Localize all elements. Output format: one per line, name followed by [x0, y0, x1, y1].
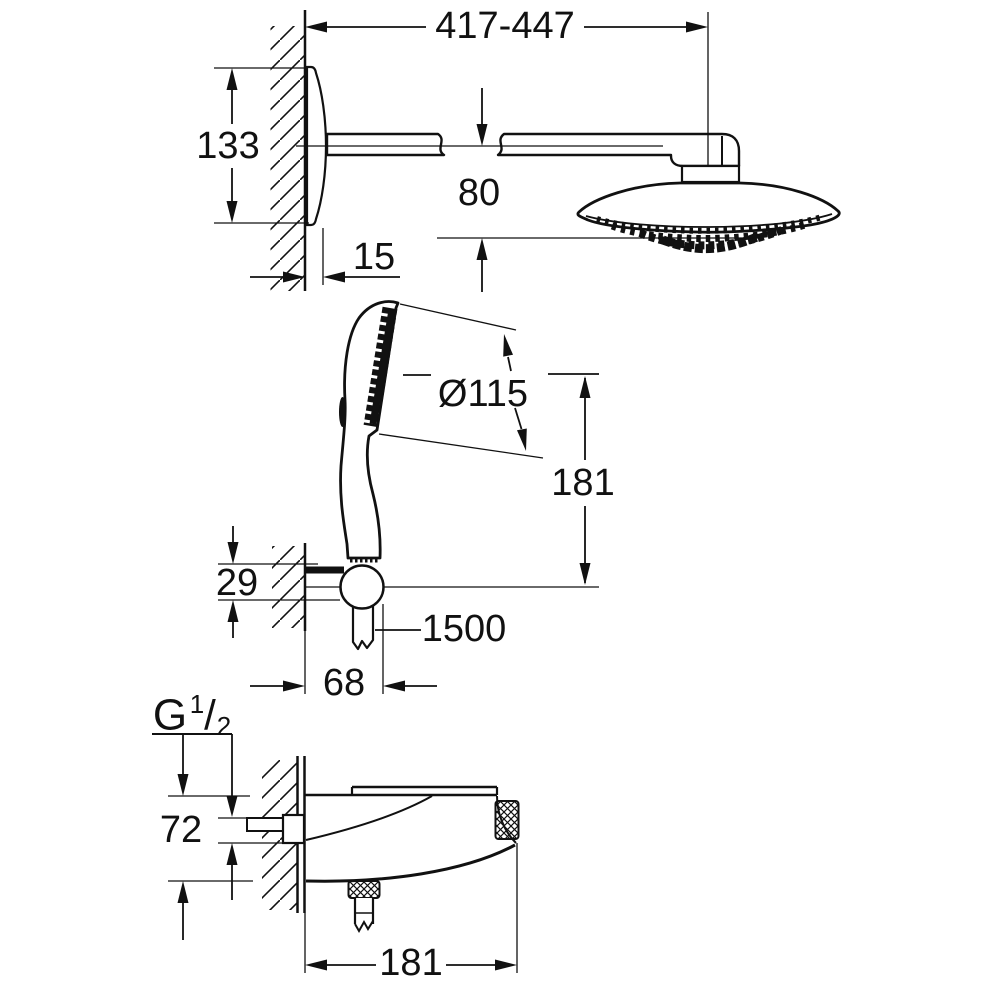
- hose-stub: [351, 604, 375, 651]
- volume-handle: [494, 800, 520, 840]
- supply-pipe-stub: [246, 813, 306, 845]
- mixer-height-label: 72: [160, 809, 202, 851]
- dim-thread-size: G 1 / 2: [152, 689, 238, 817]
- head-drop-label: 80: [458, 172, 500, 214]
- dim-reach-range: 417-447: [305, 5, 709, 166]
- plate-height-label: 133: [196, 125, 259, 167]
- thread-slash-label: /: [204, 692, 216, 739]
- holder-depth-label: 68: [323, 662, 365, 704]
- head-collar: [680, 164, 741, 184]
- hose-outlet-nipple: [353, 898, 375, 934]
- dim-head-drop: 80: [437, 88, 753, 292]
- overhead-head: [576, 181, 841, 234]
- hand-shower-drawing: Ø115 181 29 1500: [216, 300, 615, 704]
- hose-outlet-nut: [347, 880, 381, 899]
- shower-arm-right: [496, 132, 741, 168]
- dim-plate-depth: 15: [250, 228, 400, 285]
- holder-knuckle: [339, 564, 385, 610]
- shower-arm-left: [325, 132, 446, 157]
- mixer-drawing: G 1 / 2 72 181: [152, 689, 520, 984]
- thread-numerator-label: 1: [190, 689, 204, 719]
- mixer-body: [305, 785, 517, 883]
- head-diameter-label: Ø115: [438, 373, 528, 415]
- dim-hose-length: 1500: [375, 608, 506, 650]
- dim-mixer-width: 181: [304, 843, 518, 984]
- dim-plate-height: 133: [196, 67, 309, 224]
- dim-holder-depth: 68: [250, 604, 437, 704]
- wall-hatching-top: [270, 26, 305, 291]
- holder-height-label: 29: [216, 562, 258, 604]
- hand-shower-spray-face: [363, 306, 398, 428]
- dim-hand-shower-length: 181: [306, 373, 615, 588]
- spray-mode-lever: [339, 397, 346, 427]
- dim-holder-height: 29: [216, 526, 340, 638]
- dim-head-diameter: Ø115: [378, 303, 544, 459]
- overhead-shower-drawing: 417-447 133 15 80: [196, 5, 841, 292]
- thread-prefix-label: G: [153, 691, 187, 740]
- reach-range-label: 417-447: [435, 5, 574, 47]
- thread-denominator-label: 2: [217, 711, 231, 741]
- hand-shower-length-label: 181: [551, 462, 614, 504]
- dim-mixer-height: 72: [160, 795, 283, 940]
- mixer-width-label: 181: [379, 942, 442, 984]
- plate-depth-label: 15: [353, 236, 395, 278]
- hose-length-label: 1500: [422, 608, 507, 650]
- wall-hatching-middle: [272, 546, 305, 628]
